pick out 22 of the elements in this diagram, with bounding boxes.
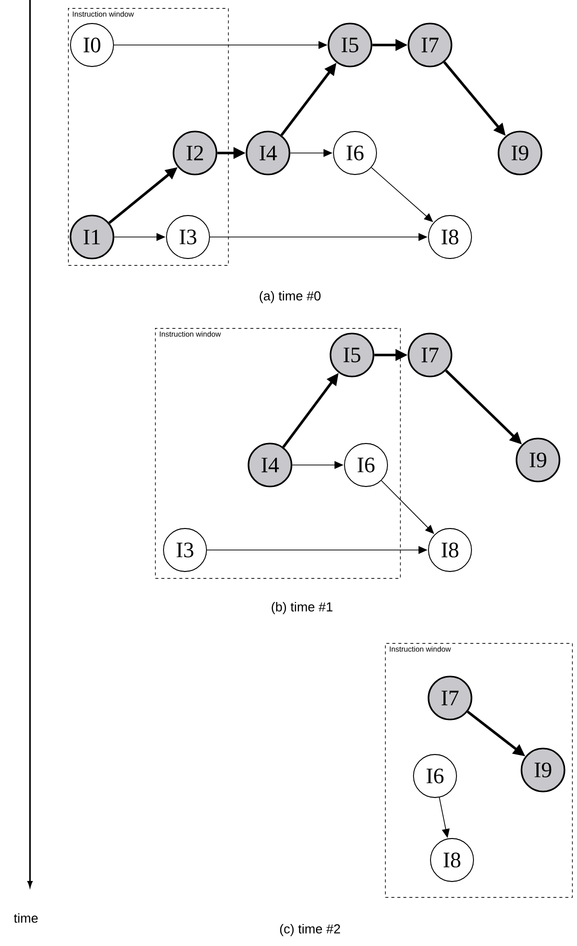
arrow bbox=[445, 370, 522, 444]
arrow bbox=[292, 461, 344, 469]
arrow bbox=[108, 167, 178, 224]
arrow bbox=[206, 546, 428, 554]
panel-caption: (b) time #1 bbox=[272, 602, 332, 614]
panel-caption: (c) time #2 bbox=[280, 924, 340, 936]
arrow bbox=[438, 797, 450, 838]
arrow bbox=[372, 39, 408, 51]
arrow bbox=[217, 147, 246, 159]
axis-label: time bbox=[14, 913, 38, 923]
arrow bbox=[443, 61, 506, 136]
arrow bbox=[374, 349, 408, 361]
arrow bbox=[114, 233, 166, 241]
arrow bbox=[466, 710, 526, 756]
arrow bbox=[282, 373, 339, 448]
arrow bbox=[290, 149, 332, 157]
arrow bbox=[280, 62, 336, 136]
panel-caption: (a) time #0 bbox=[260, 290, 321, 304]
arrow bbox=[114, 41, 328, 49]
arrow bbox=[371, 167, 434, 222]
arrow bbox=[381, 480, 434, 534]
arrow bbox=[210, 233, 428, 241]
